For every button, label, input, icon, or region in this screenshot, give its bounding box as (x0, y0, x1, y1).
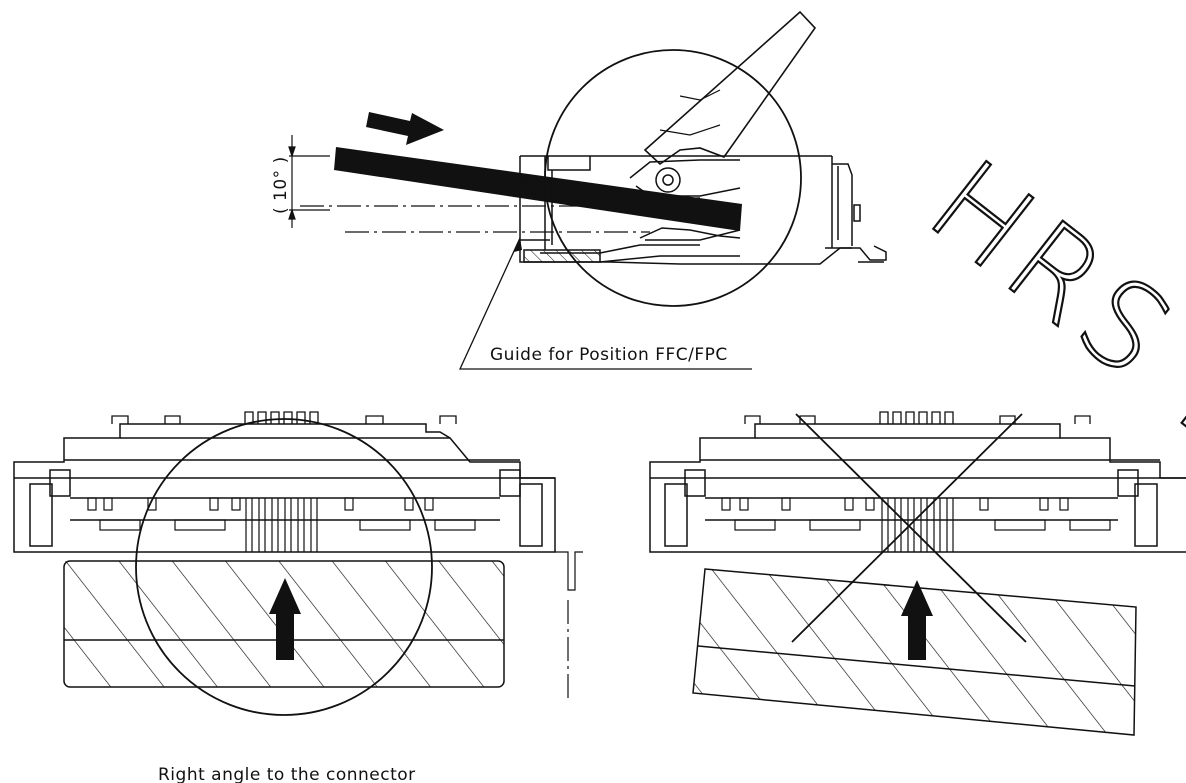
detail-circle-top (544, 49, 802, 307)
angle-label: ( 10° ) (271, 156, 291, 214)
front-view-correct (13, 411, 583, 716)
ffc-cable (334, 147, 742, 231)
side-view: ( 10° ) (271, 10, 887, 370)
up-arrow-correct (269, 578, 301, 660)
front-view-incorrect (649, 411, 1186, 736)
insert-direction-arrow (366, 112, 444, 145)
wrong-cross (791, 413, 1027, 643)
guide-label: Guide for Position FFC/FPC (490, 345, 728, 365)
up-arrow-incorrect (901, 580, 933, 660)
guide-leader (458, 237, 752, 370)
connector-side-body (519, 155, 887, 265)
right-angle-label: Right angle to the connector (158, 765, 416, 783)
detail-circle-correct (135, 418, 433, 716)
angle-dimension (288, 135, 330, 228)
actuator-tool (643, 10, 817, 166)
